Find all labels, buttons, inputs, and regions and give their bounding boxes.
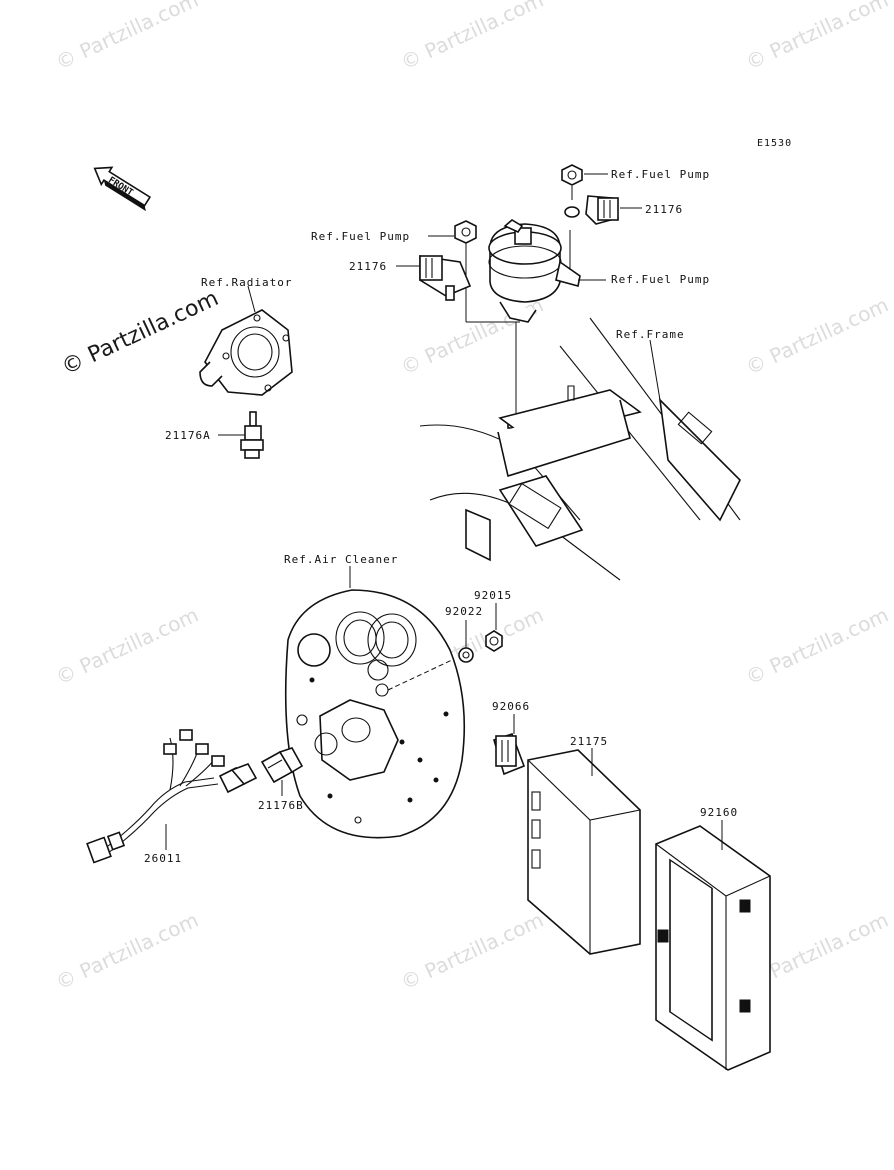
label-part-21176A: 21176A bbox=[165, 429, 211, 442]
watermark: © Partzilla.com bbox=[742, 293, 892, 380]
watermark: © Partzilla.com bbox=[397, 908, 547, 995]
label-part-92015: 92015 bbox=[474, 589, 512, 602]
label-ref-air-cleaner: Ref.Air Cleaner bbox=[284, 553, 398, 566]
nut-top-right-drawing bbox=[561, 164, 608, 200]
label-part-21176-left: 21176 bbox=[349, 260, 387, 273]
frame-drawing bbox=[419, 317, 741, 581]
watermark: © Partzilla.com bbox=[52, 603, 202, 690]
watermark-layer: © Partzilla.com © Partzilla.com © Partzi… bbox=[52, 0, 892, 995]
diagram-code: E1530 bbox=[757, 138, 792, 149]
fuel-pump-drawing bbox=[465, 219, 606, 429]
label-part-21175: 21175 bbox=[570, 735, 608, 748]
sensor-21176-right-drawing bbox=[564, 195, 642, 225]
watermark: © Partzilla.com bbox=[742, 603, 892, 690]
air-cleaner-plate-drawing bbox=[284, 566, 466, 839]
callout-labels: Ref.Fuel Pump 21176 Ref.Fuel Pump 21176 … bbox=[144, 168, 738, 865]
nut-left-drawing bbox=[428, 220, 477, 244]
label-part-21176-right: 21176 bbox=[645, 203, 683, 216]
watermark: © Partzilla.com bbox=[52, 0, 202, 75]
cover-92160-drawing bbox=[655, 820, 771, 1071]
label-ref-fuel-pump-right: Ref.Fuel Pump bbox=[611, 273, 710, 286]
ecu-21175-drawing bbox=[527, 748, 641, 955]
connector-92066-drawing bbox=[493, 714, 526, 776]
watermark: © Partzilla.com bbox=[397, 293, 547, 380]
label-ref-frame: Ref.Frame bbox=[616, 328, 685, 341]
label-part-26011: 26011 bbox=[144, 852, 182, 865]
label-ref-fuel-pump-top: Ref.Fuel Pump bbox=[611, 168, 710, 181]
watermark-dark: © Partzilla.com bbox=[58, 286, 222, 380]
radiator-housing-drawing bbox=[199, 285, 293, 396]
label-part-92066: 92066 bbox=[492, 700, 530, 713]
sensor-21176-left-drawing bbox=[396, 255, 472, 301]
wiring-harness-drawing bbox=[86, 729, 258, 864]
watermark: © Partzilla.com bbox=[52, 908, 202, 995]
label-part-92022: 92022 bbox=[445, 605, 483, 618]
sensor-21176B-drawing bbox=[260, 747, 304, 796]
temp-sensor-21176A-drawing bbox=[218, 411, 264, 459]
watermark: © Partzilla.com bbox=[397, 0, 547, 75]
label-part-21176B: 21176B bbox=[258, 799, 304, 812]
label-ref-radiator: Ref.Radiator bbox=[201, 276, 292, 289]
label-part-92160: 92160 bbox=[700, 806, 738, 819]
nut-92015-drawing bbox=[485, 603, 503, 652]
washer-92022-drawing bbox=[458, 620, 474, 663]
watermark: © Partzilla.com bbox=[742, 0, 892, 75]
label-ref-fuel-pump-left: Ref.Fuel Pump bbox=[311, 230, 410, 243]
front-arrow-icon: FRONT bbox=[93, 166, 152, 212]
